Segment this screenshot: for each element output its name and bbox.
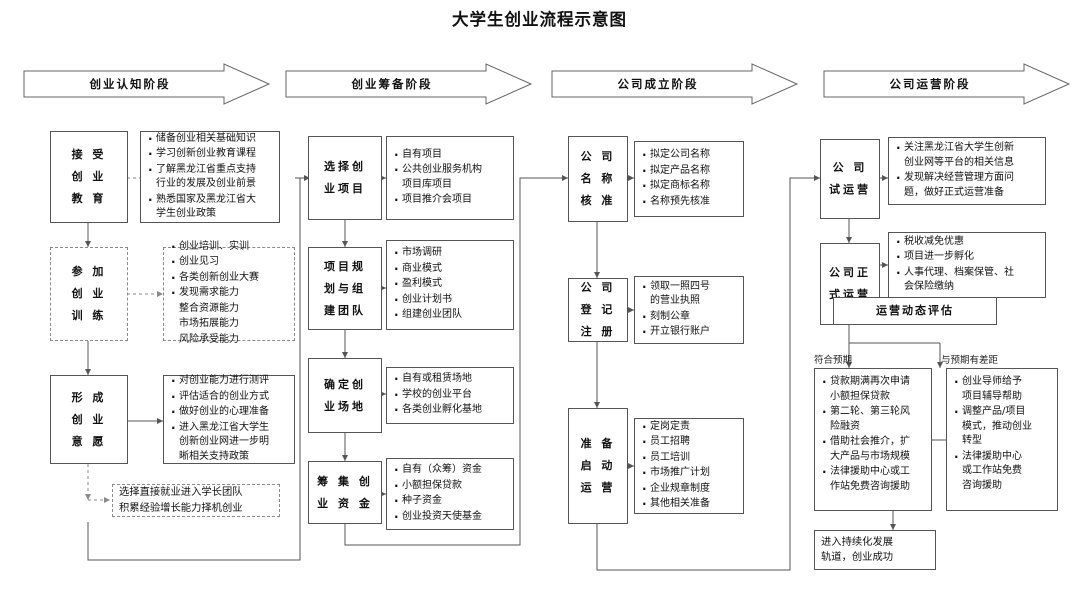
detail-list: 税收减免优惠 项目进一步孵化 人事代理、档案保管、社 会保险缴纳: [896, 234, 1014, 296]
stage-banner-2: 创业筹备阶段: [284, 62, 534, 106]
detail-branch-below-expectation: 创业导师给予 项目辅导帮助 调整产品/项目 模式，推动创业 转型 法律援助中心 …: [946, 368, 1058, 511]
detail-join-entrepreneurship-training: 创业培训、实训 创业见习 各类创新创业大赛 发现需求能力 整合资源能力 市场拓展…: [163, 239, 295, 345]
detail-list: 自有（众筹）资金 小额担保贷款 种子资金 创业投资天使基金: [394, 462, 482, 525]
stage-banner-3-label: 公司成立阶段: [617, 77, 699, 91]
node-company-trial-operation[interactable]: 公 司 试运营: [820, 139, 880, 219]
detail-list: 市场调研 商业模式 盈利模式 创业计划书 组建创业团队: [394, 245, 462, 324]
node-determine-venue[interactable]: 确定创 业场地: [308, 358, 382, 433]
detail-list: 贷款期满再次申请 小额担保贷款 第二轮、第三轮风 险融资 借助社会推介，扩 大产…: [822, 374, 910, 495]
detail-list: 拟定公司名称 拟定产品名称 拟定商标名称 名称预先核准: [642, 147, 710, 210]
node-raise-funds[interactable]: 筹 集 创 业 资 金: [308, 461, 382, 524]
detail-form-entrepreneurial-intention: 对创业能力进行测评 评估适合的创业方式 做好创业的心理准备 进入黑龙江省大学生 …: [163, 373, 295, 465]
node-prepare-launch-operation[interactable]: 准 备 启 动 运 营: [568, 408, 628, 524]
node-alternative-join-senior-team[interactable]: 选择直接就业进入学长团队 积累经验增长能力择机创业: [112, 484, 280, 517]
node-accept-entrepreneurship-education[interactable]: 接 受 创 业 教 育: [50, 131, 128, 223]
node-company-registration[interactable]: 公 司 登 记 注 册: [568, 278, 628, 342]
node-project-planning-and-team[interactable]: 项目规 划与组 建团队: [308, 247, 382, 330]
detail-raise-funds: 自有（众筹）资金 小额担保贷款 种子资金 创业投资天使基金: [386, 458, 514, 530]
detail-company-registration: 领取一照四号 的营业执照 刻制公章 开立银行账户: [634, 276, 744, 344]
stage-banner-2-label: 创业筹备阶段: [351, 77, 433, 91]
detail-company-formal-operation: 税收减免优惠 项目进一步孵化 人事代理、档案保管、社 会保险缴纳: [888, 232, 1046, 298]
node-form-entrepreneurial-intention[interactable]: 形 成 创 业 意 愿: [50, 375, 128, 464]
detail-list: 创业培训、实训 创业见习 各类创新创业大赛 发现需求能力 整合资源能力 市场拓展…: [171, 239, 259, 349]
node-final-success[interactable]: 进入持续化发展 轨道，创业成功: [814, 530, 936, 570]
detail-project-planning-and-team: 市场调研 商业模式 盈利模式 创业计划书 组建创业团队: [386, 240, 514, 330]
detail-list: 创业导师给予 项目辅导帮助 调整产品/项目 模式，推动创业 转型 法律援助中心 …: [954, 374, 1032, 494]
detail-determine-venue: 自有或租赁场地 学校的创业平台 各类创业孵化基地: [386, 367, 514, 424]
branch-label-meets-expectation: 符合预期: [814, 355, 853, 366]
detail-company-name-approval: 拟定公司名称 拟定产品名称 拟定商标名称 名称预先核准: [634, 141, 744, 217]
node-join-entrepreneurship-training[interactable]: 参 加 创 业 训 练: [50, 247, 128, 341]
stage-banner-4-label: 公司运营阶段: [889, 77, 971, 91]
detail-list: 自有或租赁场地 学校的创业平台 各类创业孵化基地: [394, 371, 482, 419]
detail-list: 领取一照四号 的营业执照 刻制公章 开立银行账户: [642, 279, 710, 341]
detail-accept-entrepreneurship-education: 储备创业相关基础知识 学习创新创业教育课程 了解黑龙江省重点支持 行业的发展及创…: [140, 131, 280, 223]
detail-branch-meets-expectation: 贷款期满再次申请 小额担保贷款 第二轮、第三轮风 险融资 借助社会推介，扩 大产…: [814, 368, 932, 511]
detail-list: 关注黑龙江省大学生创新 创业网等平台的相关信息 发现解决经营管理方面问 题，做好…: [896, 140, 1014, 201]
detail-list: 定岗定责 员工招聘 员工培训 市场推广计划 企业规章制度 其他相关准备: [642, 419, 710, 513]
detail-company-trial-operation: 关注黑龙江省大学生创新 创业网等平台的相关信息 发现解决经营管理方面问 题，做好…: [888, 137, 1046, 205]
page-title: 大学生创业流程示意图: [452, 10, 627, 29]
node-operation-dynamic-evaluation[interactable]: 运营动态评估: [833, 297, 997, 325]
detail-list: 自有项目 公共创业服务机构 项目库项目 项目推介会项目: [394, 147, 482, 209]
node-choose-project[interactable]: 选择创 业项目: [308, 136, 382, 220]
branch-label-below-expectation: 与预期有差距: [941, 355, 999, 366]
stage-banner-4: 公司运营阶段: [822, 62, 1072, 106]
stage-banner-1-label: 创业认知阶段: [89, 77, 171, 91]
detail-list: 储备创业相关基础知识 学习创新创业教育课程 了解黑龙江省重点支持 行业的发展及创…: [148, 131, 256, 223]
stage-banner-1: 创业认知阶段: [22, 62, 272, 106]
detail-prepare-launch-operation: 定岗定责 员工招聘 员工培训 市场推广计划 企业规章制度 其他相关准备: [634, 418, 744, 514]
detail-list: 对创业能力进行测评 评估适合的创业方式 做好创业的心理准备 进入黑龙江省大学生 …: [171, 373, 269, 465]
stage-banner-3: 公司成立阶段: [550, 62, 800, 106]
detail-choose-project: 自有项目 公共创业服务机构 项目库项目 项目推介会项目: [386, 136, 514, 220]
node-company-name-approval[interactable]: 公 司 名 称 核 准: [568, 136, 628, 222]
